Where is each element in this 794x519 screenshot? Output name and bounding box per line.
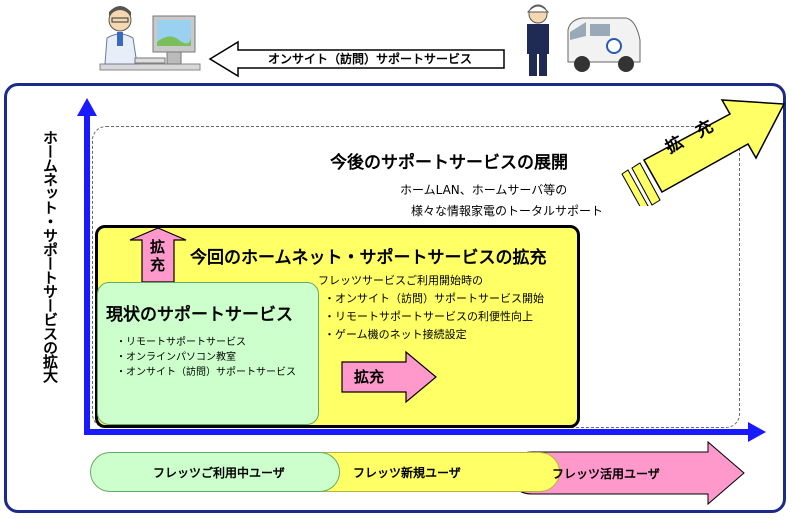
current-item: ・オンラインパソコン教室 (116, 352, 236, 363)
current-title: 現状のサポートサービス (106, 305, 293, 325)
current-list: ・リモートサポートサービス ・オンラインパソコン教室 ・オンサイト（訪問）サポー… (116, 335, 296, 380)
up-arrow-char-2: 充 (150, 256, 166, 274)
horizontal-axis (84, 429, 752, 435)
onsite-arrow-label: オンサイト（訪問）サポートサービス (268, 52, 473, 66)
vertical-axis-arrowhead (77, 98, 97, 116)
active-users-label: フレッツ活用ユーザ (552, 467, 660, 481)
vertical-axis-label: ホームネット・サポートサービスの拡大 (41, 130, 59, 382)
technician-illustration (526, 4, 550, 76)
this-time-intro: フレッツサービスご利用開始時の (318, 274, 483, 287)
current-item: ・オンサイト（訪問）サポートサービス (116, 367, 296, 378)
current-users-label: フレッツご利用中ユーザ (153, 465, 285, 480)
vertical-axis (84, 112, 90, 434)
left-arrow-onsite (208, 40, 505, 78)
up-arrow-char-1: 拡 (150, 238, 166, 256)
new-users-label: フレッツ新規ユーザ (353, 465, 461, 480)
person-at-computer-illustration (99, 6, 201, 71)
horizontal-axis-arrowhead (748, 422, 766, 442)
current-support-box (97, 282, 319, 425)
this-time-item: ・リモートサポートサービスの利便性向上 (324, 310, 533, 323)
service-van-illustration (567, 17, 641, 72)
this-time-item: ・オンサイト（訪問）サポートサービス開始 (324, 292, 544, 305)
future-expand-arrow (621, 99, 786, 206)
right-arrow-label: 拡充 (354, 368, 385, 386)
this-time-item: ・ゲーム機のネット接続設定 (324, 328, 467, 341)
current-users-bubble: フレッツご利用中ユーザ (90, 452, 340, 492)
new-users-bubble: フレッツ新規ユーザ (300, 452, 560, 492)
future-title: 今後のサポートサービスの展開 (330, 153, 568, 173)
this-time-title: 今回のホームネット・サポートサービスの拡充 (190, 248, 547, 268)
right-expand-arrow (341, 350, 437, 404)
up-arrow-label: 拡 充 (150, 238, 165, 274)
this-time-details: フレッツサービスご利用開始時の ・オンサイト（訪問）サポートサービス開始 ・リモ… (318, 272, 544, 344)
current-item: ・リモートサポートサービス (116, 337, 246, 348)
future-line-1: ホームLAN、ホームサーバ等の (400, 183, 568, 197)
future-line-2: 様々な情報家電のトータルサポート (411, 204, 604, 218)
